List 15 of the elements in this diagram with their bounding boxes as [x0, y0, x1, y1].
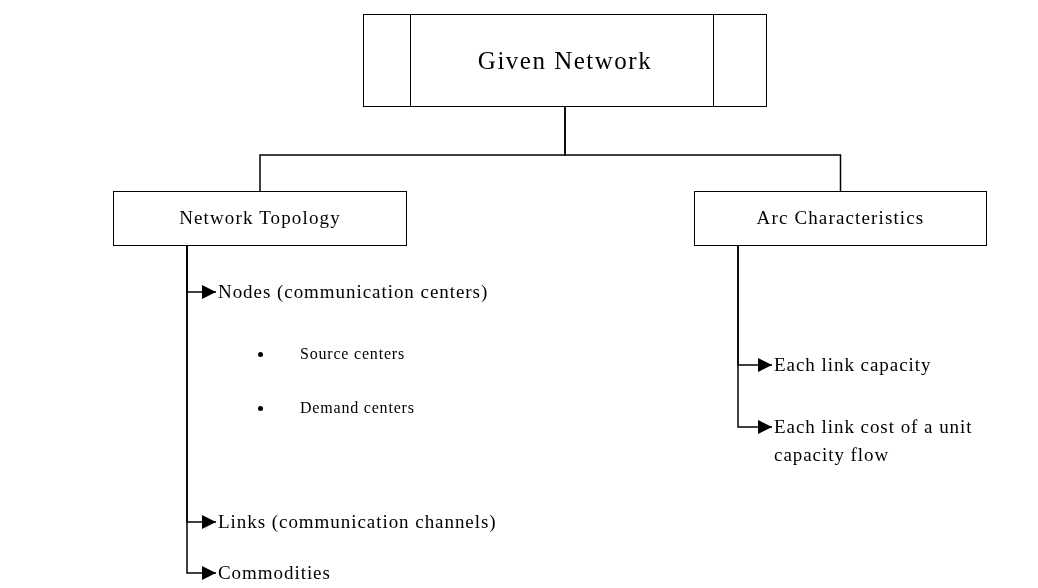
- item-text: Each link cost of a unit capacity flow: [774, 415, 974, 467]
- connector-arrow: [737, 245, 773, 434]
- box-title: Given Network: [477, 45, 653, 76]
- box-title: Arc Characteristics: [756, 206, 925, 231]
- sub-item-text: Demand centers: [300, 398, 415, 418]
- item-text: Each link capacity: [774, 353, 933, 377]
- category-box: [113, 191, 407, 246]
- box-title: Network Topology: [179, 206, 341, 231]
- item-text: Nodes (communication centers): [218, 280, 490, 304]
- process-box: [363, 14, 767, 107]
- item-text: Links (communication channels): [218, 510, 498, 534]
- sub-item-text: Source centers: [300, 344, 405, 364]
- connector-arrow: [186, 245, 217, 580]
- item-text: Commodities: [218, 561, 332, 585]
- category-box: [694, 191, 987, 246]
